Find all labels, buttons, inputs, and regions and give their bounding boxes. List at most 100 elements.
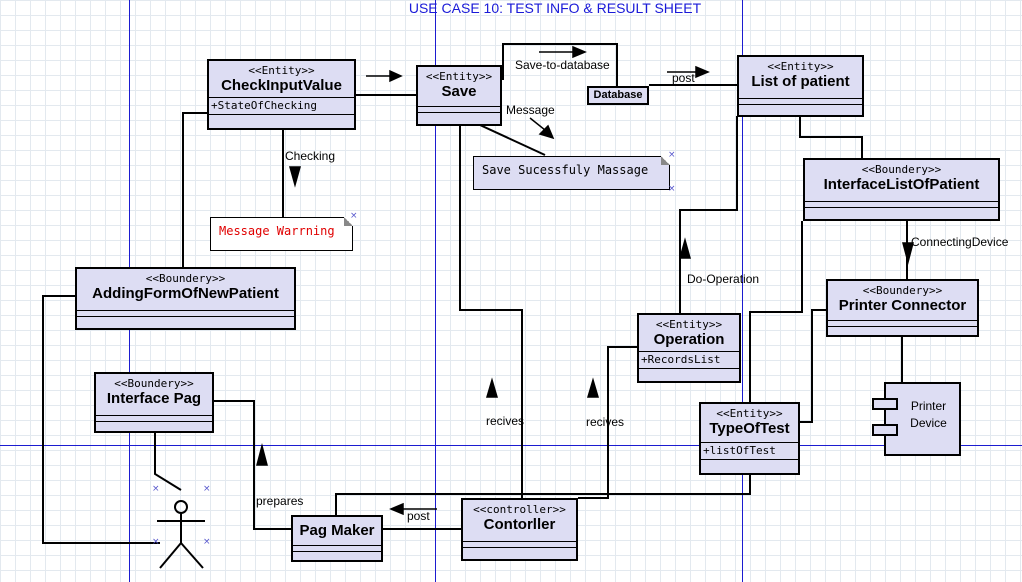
class-name: Pag Maker bbox=[299, 522, 375, 539]
class-adding-form-of-new-patient[interactable]: <<Boundery>> AddingFormOfNewPatient bbox=[75, 267, 296, 330]
arrow-left-icon bbox=[389, 502, 404, 516]
separator bbox=[293, 551, 381, 557]
stereotype: <<Boundery>> bbox=[114, 377, 194, 390]
class-name: InterfaceListOfPatient bbox=[823, 176, 980, 193]
separator bbox=[739, 98, 862, 104]
separator bbox=[463, 547, 576, 553]
class-name: Operation bbox=[653, 331, 725, 348]
connector bbox=[182, 112, 207, 267]
device-label-line: Device bbox=[910, 416, 947, 430]
note-save-successful[interactable]: Save Sucessfuly Massage bbox=[473, 156, 670, 190]
arrow-up-icon bbox=[679, 237, 691, 259]
component-tab-icon bbox=[872, 398, 898, 410]
separator bbox=[463, 541, 576, 547]
arrow-right-icon bbox=[695, 65, 710, 79]
separator bbox=[639, 368, 739, 374]
connector bbox=[335, 475, 751, 515]
handle-mark-icon: × bbox=[203, 537, 211, 547]
class-attribute: +StateOfChecking bbox=[209, 97, 354, 114]
label-message: Message bbox=[506, 103, 555, 117]
device-label-line: Printer bbox=[910, 399, 947, 413]
separator bbox=[805, 207, 998, 213]
label-connecting-device: ConnectingDevice bbox=[911, 235, 1009, 249]
handle-mark-icon: × bbox=[152, 537, 160, 547]
label-post: post bbox=[407, 509, 430, 523]
class-name: Save bbox=[441, 83, 477, 100]
guide-line bbox=[0, 445, 1022, 446]
class-type-of-test[interactable]: <<Entity>> TypeOfTest +listOfTest bbox=[699, 402, 800, 475]
label-save-to-database: Save-to-database bbox=[515, 58, 610, 72]
stereotype: <<Boundery>> bbox=[861, 163, 942, 176]
class-operation[interactable]: <<Entity>> Operation +RecordsList bbox=[637, 313, 741, 383]
label-recives: recives bbox=[586, 415, 625, 429]
separator bbox=[418, 112, 500, 118]
class-save[interactable]: <<Entity>> Save bbox=[416, 65, 502, 126]
connector bbox=[214, 400, 292, 530]
separator bbox=[209, 114, 354, 120]
stereotype: <<Boundery>> bbox=[862, 284, 943, 297]
arrow-down-icon bbox=[902, 242, 914, 265]
class-name: Contorller bbox=[483, 516, 556, 533]
handle-mark-icon: × bbox=[152, 484, 160, 494]
separator bbox=[77, 316, 294, 322]
handle-mark-icon: × bbox=[668, 184, 676, 194]
stereotype: <<Entity>> bbox=[655, 318, 723, 331]
class-name: Printer Connector bbox=[838, 297, 967, 314]
stereotype: <<Entity>> bbox=[425, 70, 493, 83]
arrow-up-icon bbox=[485, 377, 499, 398]
connector bbox=[459, 126, 523, 498]
class-list-of-patient[interactable]: <<Entity>> List of patient bbox=[737, 55, 864, 117]
separator bbox=[739, 104, 862, 110]
class-name: List of patient bbox=[751, 73, 850, 90]
class-interface-pag[interactable]: <<Boundery>> Interface Pag bbox=[94, 372, 214, 433]
stereotype: <<Entity>> bbox=[767, 60, 834, 73]
connector bbox=[154, 433, 182, 491]
label-recives: recives bbox=[486, 414, 525, 428]
component-tab-icon bbox=[872, 424, 898, 436]
connector bbox=[800, 309, 826, 423]
note-text: Save Sucessfuly Massage bbox=[482, 163, 649, 177]
arrow-right-icon bbox=[389, 69, 403, 83]
printer-device-component[interactable]: Printer Device bbox=[872, 382, 961, 456]
class-name: CheckInputValue bbox=[221, 77, 342, 94]
handle-mark-icon: × bbox=[350, 211, 358, 221]
label-post: post bbox=[672, 71, 695, 85]
separator bbox=[96, 415, 212, 421]
arrow-up-icon bbox=[586, 377, 600, 398]
class-pag-maker[interactable]: Pag Maker bbox=[291, 515, 383, 562]
handle-mark-icon: × bbox=[668, 150, 676, 160]
stereotype: <<controller>> bbox=[473, 503, 566, 516]
note-text: Message Warrning bbox=[219, 224, 335, 238]
connector bbox=[749, 221, 803, 402]
actor-icon bbox=[157, 500, 205, 569]
connector bbox=[578, 346, 637, 499]
class-interface-list-of-patient[interactable]: <<Boundery>> InterfaceListOfPatient bbox=[803, 158, 1000, 221]
class-printer-connector[interactable]: <<Boundery>> Printer Connector bbox=[826, 279, 979, 337]
separator bbox=[77, 310, 294, 316]
class-name: Interface Pag bbox=[106, 390, 202, 407]
class-controller[interactable]: <<controller>> Contorller bbox=[461, 498, 578, 561]
class-name: TypeOfTest bbox=[709, 420, 790, 437]
stereotype: <<Entity>> bbox=[716, 407, 783, 420]
stereotype: <<Entity>> bbox=[248, 64, 315, 77]
note-fold-icon bbox=[661, 156, 670, 165]
guide-line bbox=[435, 0, 436, 582]
label-do-operation: Do-Operation bbox=[687, 272, 760, 286]
note-fold-icon bbox=[344, 217, 353, 226]
note-message-warning[interactable]: Message Warrning bbox=[210, 217, 353, 251]
connector bbox=[799, 117, 863, 158]
diagram-title: USE CASE 10: TEST INFO & RESULT SHEET bbox=[408, 0, 702, 16]
arrow-right-icon bbox=[572, 45, 587, 59]
class-check-input-value[interactable]: <<Entity>> CheckInputValue +StateOfCheck… bbox=[207, 59, 356, 130]
separator bbox=[828, 320, 977, 326]
arrow-down-icon bbox=[289, 166, 301, 188]
database-node[interactable]: Database bbox=[587, 86, 649, 105]
separator bbox=[701, 459, 798, 465]
arrow-diagonal-icon bbox=[538, 124, 555, 140]
connector bbox=[42, 295, 160, 544]
class-name: AddingFormOfNewPatient bbox=[92, 285, 279, 302]
connector bbox=[479, 124, 546, 156]
handle-mark-icon: × bbox=[203, 484, 211, 494]
guide-line bbox=[742, 0, 743, 582]
